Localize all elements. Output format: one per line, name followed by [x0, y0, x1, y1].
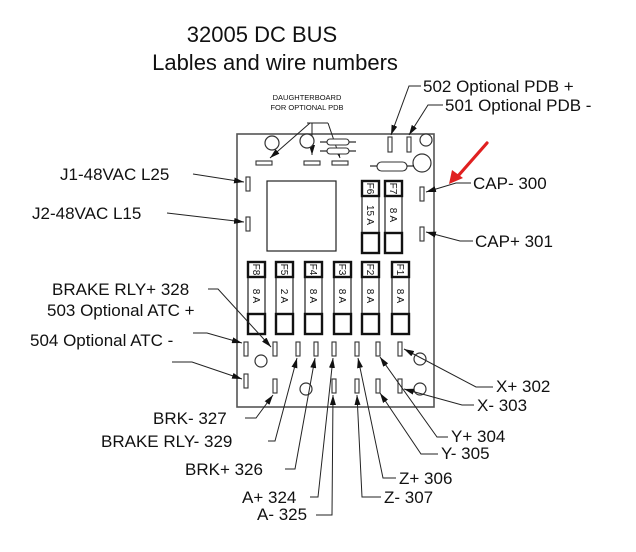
fuse-cap [303, 260, 324, 279]
y-plus-pad [375, 341, 381, 357]
fuse-cap [246, 260, 267, 279]
fuse-cap [332, 312, 353, 336]
fuse-cap [383, 179, 404, 198]
fuse-cap [383, 231, 404, 255]
y-minus-pad [375, 378, 381, 394]
label-atc-plus: 503 Optional ATC + [47, 301, 195, 320]
daughterboard-pad [303, 160, 321, 166]
label-z-minus: Z- 307 [384, 488, 433, 507]
fuse-cap [390, 260, 411, 279]
label-pdb-plus: 502 Optional PDB + [423, 77, 574, 96]
fuse-rating-label: 2 A [278, 289, 289, 304]
label-j1: J1-48VAC L25 [60, 165, 169, 184]
mounting-hole [254, 354, 268, 368]
fuse-f6: F6 15 A [360, 179, 381, 255]
label-y-minus: Y- 305 [441, 444, 490, 463]
daughterboard-note-line-1: DAUGHTERBOARD [273, 93, 342, 102]
label-x-plus: X+ 302 [496, 377, 550, 396]
label-a-plus: A+ 324 [242, 488, 296, 507]
cap-plus-pad [419, 226, 425, 242]
fuse-cap [360, 260, 381, 279]
fuse-id-label: F3 [336, 264, 347, 276]
a-plus-pad [331, 341, 337, 357]
label-a-minus: A- 325 [257, 505, 307, 524]
fuse-f1: F1 8 A [390, 260, 411, 336]
brk-plus-pad [313, 341, 319, 357]
fuse-f8: F8 8 A [246, 260, 267, 336]
highlight-arrow-icon [449, 141, 489, 184]
top-components [255, 133, 433, 173]
z-minus-pad [354, 378, 360, 394]
fuse-cap [246, 312, 267, 336]
mounting-hole [264, 135, 280, 151]
fuse-cap [360, 179, 381, 198]
fuse-rating-label: 8 A [336, 289, 347, 304]
label-cap-plus: CAP+ 301 [475, 232, 553, 251]
fuse-id-label: F1 [394, 264, 405, 276]
label-cap-minus: CAP- 300 [473, 174, 547, 193]
bottom-pads [243, 341, 427, 396]
label-brk-minus: BRK- 327 [153, 409, 227, 428]
brk-minus-pad [272, 378, 278, 394]
fuse-cap [303, 312, 324, 336]
relay-block [266, 180, 337, 252]
x-plus-pad [397, 341, 403, 357]
fuse-rating-label: 15 A [364, 205, 375, 225]
label-j2: J2-48VAC L15 [32, 204, 141, 223]
capacitor-round [412, 153, 432, 173]
fuse-f5: F5 2 A [274, 260, 295, 336]
fuse-f4: F4 8 A [303, 260, 324, 336]
daughterboard-pad [255, 160, 273, 166]
fuse-cap [274, 312, 295, 336]
title-line-1: 32005 DC BUS [187, 22, 337, 47]
leader-lines [166, 85, 493, 516]
fuse-rating-label: 8 A [307, 289, 318, 304]
atc-plus-pad [243, 373, 249, 389]
pdb-plus-pad [387, 136, 393, 153]
fuse-id-label: F2 [364, 264, 375, 276]
mounting-hole [419, 133, 433, 147]
fuse-cap [360, 312, 381, 336]
fuse-f2: F2 8 A [360, 260, 381, 336]
fuse-group: F6 15 A F7 8 A F8 8 A F5 2 A F4 8 A F3 8 A F2 8 A F1 8 … [246, 179, 411, 336]
fuse-rating-label: 8 A [364, 289, 375, 304]
label-atc-minus: 504 Optional ATC - [30, 331, 173, 350]
fuse-id-label: F5 [278, 264, 289, 276]
label-y-plus: Y+ 304 [451, 427, 505, 446]
label-brake-rly-minus: BRAKE RLY- 329 [101, 432, 232, 451]
fuse-cap [360, 231, 381, 255]
z-plus-pad [354, 341, 360, 357]
label-pdb-minus: 501 Optional PDB - [445, 96, 591, 115]
label-z-plus: Z+ 306 [399, 469, 452, 488]
fuse-cap [390, 312, 411, 336]
j2-pad [245, 216, 251, 232]
x-minus-pad [397, 378, 403, 394]
fuse-f3: F3 8 A [332, 260, 353, 336]
daughterboard-note-line-2: FOR OPTIONAL PDB [270, 103, 343, 112]
fuse-id-label: F8 [250, 264, 261, 276]
pdb-minus-pad [406, 136, 412, 153]
label-brake-rly-plus: BRAKE RLY+ 328 [52, 280, 189, 299]
label-x-minus: X- 303 [477, 396, 527, 415]
fuse-rating-label: 8 A [394, 289, 405, 304]
fuse-id-label: F7 [387, 183, 398, 195]
brake-rly-plus-pad [272, 341, 278, 357]
j1-pad [245, 176, 251, 192]
mounting-hole [299, 133, 315, 149]
title-line-2: Lables and wire numbers [152, 50, 398, 75]
fuse-rating-label: 8 A [250, 289, 261, 304]
daughterboard-pad [331, 160, 349, 166]
fuse-rating-label: 8 A [387, 208, 398, 223]
atc-minus-pad [243, 341, 249, 357]
fuse-f7: F7 8 A [383, 179, 404, 255]
cap-minus-pad [419, 186, 425, 202]
fuse-id-label: F4 [307, 264, 318, 276]
brake-rly-minus-pad [295, 341, 301, 357]
fuse-id-label: F6 [364, 183, 375, 195]
label-brk-plus: BRK+ 326 [185, 460, 263, 479]
a-minus-pad [331, 378, 337, 394]
fuse-cap [332, 260, 353, 279]
fuse-cap [274, 260, 295, 279]
